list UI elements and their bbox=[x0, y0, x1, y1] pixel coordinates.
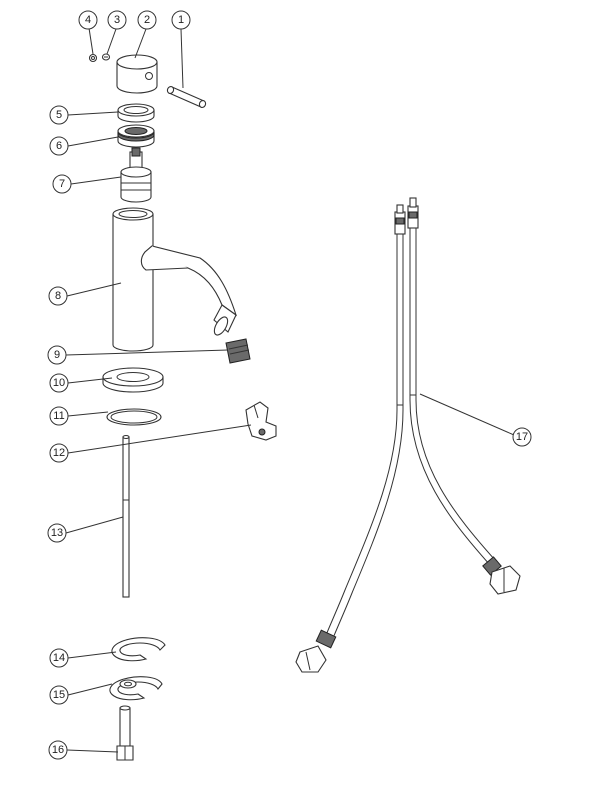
callout-5-label: 5 bbox=[56, 109, 62, 121]
part-17-supply-hoses bbox=[295, 197, 521, 673]
callout-15-label: 15 bbox=[53, 689, 65, 701]
leader-9 bbox=[65, 349, 229, 356]
callout-12-label: 12 bbox=[53, 447, 65, 459]
leader-15 bbox=[67, 683, 113, 696]
leader-17 bbox=[419, 393, 515, 436]
callout-17-label: 17 bbox=[516, 431, 528, 443]
leader-3 bbox=[106, 28, 117, 55]
callout-7-label: 7 bbox=[59, 178, 65, 190]
callout-1-label: 1 bbox=[178, 14, 184, 26]
leader-4 bbox=[88, 27, 94, 55]
callout-10: 10 bbox=[49, 373, 69, 393]
part-8-tap-body bbox=[112, 207, 238, 352]
callout-8-label: 8 bbox=[55, 290, 61, 302]
callout-14: 14 bbox=[49, 648, 69, 668]
leader-10 bbox=[67, 377, 113, 384]
callout-9: 9 bbox=[47, 345, 67, 365]
callout-16-label: 16 bbox=[52, 744, 64, 756]
callout-6-label: 6 bbox=[56, 140, 62, 152]
leader-16 bbox=[66, 749, 119, 753]
leader-lines bbox=[65, 27, 515, 753]
callout-3: 3 bbox=[107, 10, 127, 30]
leader-7 bbox=[70, 176, 122, 185]
leader-14 bbox=[67, 651, 117, 659]
callout-11-label: 11 bbox=[53, 410, 64, 422]
callout-2: 2 bbox=[137, 10, 157, 30]
callout-2-label: 2 bbox=[144, 14, 150, 26]
callout-3-label: 3 bbox=[114, 14, 120, 26]
callout-9-label: 9 bbox=[54, 349, 60, 361]
callout-1: 1 bbox=[171, 10, 191, 30]
callout-14-label: 14 bbox=[53, 652, 65, 664]
callout-4: 4 bbox=[78, 10, 98, 30]
part-13-threaded-rod bbox=[122, 434, 130, 598]
callout-7: 7 bbox=[52, 174, 72, 194]
callouts: 1 2 3 4 5 6 7 8 bbox=[47, 10, 532, 760]
callout-6: 6 bbox=[49, 136, 69, 156]
callout-12: 12 bbox=[49, 443, 69, 463]
callout-10-label: 10 bbox=[53, 377, 65, 389]
leader-2 bbox=[134, 28, 147, 59]
part-4-small-nut bbox=[88, 53, 98, 63]
leader-11 bbox=[67, 411, 109, 417]
part-16-hex-stud bbox=[116, 705, 134, 761]
part-10-base-washer bbox=[102, 367, 164, 393]
part-5-cover-ring bbox=[117, 103, 155, 123]
leader-12 bbox=[67, 424, 252, 454]
callout-16: 16 bbox=[48, 740, 68, 760]
callout-17: 17 bbox=[512, 427, 532, 447]
part-14-c-washer bbox=[111, 637, 166, 662]
part-3-grub-screw bbox=[101, 53, 111, 61]
part-15-c-washer-nut bbox=[109, 676, 163, 701]
leader-5 bbox=[67, 111, 119, 116]
part-1-lever-pin bbox=[166, 86, 207, 108]
callout-8: 8 bbox=[48, 286, 68, 306]
leader-6 bbox=[67, 136, 119, 147]
callout-15: 15 bbox=[49, 685, 69, 705]
callout-5: 5 bbox=[49, 105, 69, 125]
leader-13 bbox=[65, 516, 124, 534]
part-12-clamp bbox=[245, 401, 277, 441]
part-9-aerator bbox=[225, 338, 251, 364]
part-6-threaded-nut bbox=[117, 124, 155, 148]
leader-8 bbox=[66, 282, 122, 297]
callout-13: 13 bbox=[47, 523, 67, 543]
callout-11: 11 bbox=[49, 406, 69, 426]
part-2-handle bbox=[116, 54, 158, 94]
callout-4-label: 4 bbox=[85, 14, 91, 26]
part-11-o-ring bbox=[106, 408, 162, 426]
part-7-cartridge bbox=[120, 147, 152, 203]
leader-1 bbox=[180, 28, 184, 89]
callout-13-label: 13 bbox=[51, 527, 63, 539]
